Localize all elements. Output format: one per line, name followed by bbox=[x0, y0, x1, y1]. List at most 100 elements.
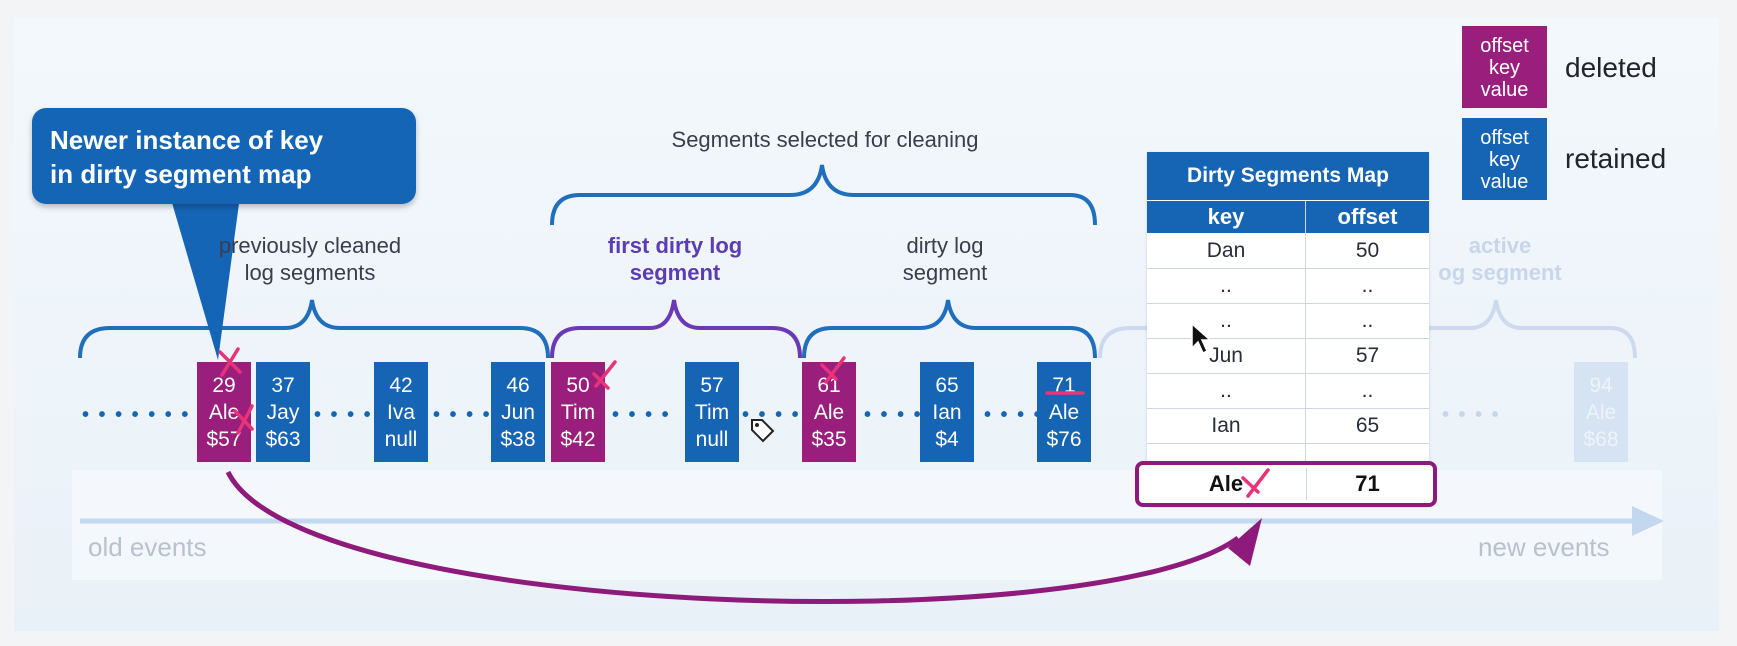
label-line: segment bbox=[629, 260, 721, 285]
legend-line: offset bbox=[1480, 127, 1529, 149]
map-highlight-key: Ale bbox=[1208, 471, 1244, 496]
brace-dirty bbox=[802, 299, 1097, 359]
map-cell-offset: 50 bbox=[1306, 234, 1429, 269]
label-line: dirty log bbox=[906, 233, 984, 258]
record-61: 61 Ale $35 bbox=[802, 362, 856, 462]
tag-cursor-icon bbox=[751, 419, 775, 443]
dots-separator: • • • • bbox=[864, 404, 923, 426]
old-events-label: old events bbox=[88, 532, 207, 562]
legend-retained-label: retained bbox=[1565, 143, 1667, 174]
mouse-cursor-icon bbox=[1191, 322, 1212, 355]
record-50: 50 Tim $42 bbox=[551, 362, 605, 462]
record-offset: 65 bbox=[935, 374, 959, 397]
record-key: Iva bbox=[386, 401, 415, 424]
map-cell-offset: .. bbox=[1306, 374, 1429, 409]
callout-box: Newer instance of key in dirty segment m… bbox=[32, 108, 416, 204]
map-cell-offset: .. bbox=[1306, 269, 1429, 304]
record-value: $63 bbox=[265, 428, 301, 451]
dots-separator: • • • • bbox=[314, 404, 373, 426]
map-cell-offset: 57 bbox=[1306, 339, 1429, 374]
map-cell-key: .. bbox=[1147, 374, 1305, 409]
record-key: Ale bbox=[208, 401, 240, 424]
dots-separator: • • • • • • • bbox=[82, 404, 191, 426]
record-value: null bbox=[695, 428, 729, 451]
link-arrowhead bbox=[1228, 518, 1262, 566]
legend-line: value bbox=[1480, 79, 1529, 101]
brace-first-dirty bbox=[550, 299, 802, 359]
record-29: 29 Ale $57 bbox=[197, 362, 251, 462]
record-key: Jay bbox=[266, 401, 300, 424]
label-first-dirty: first dirty log segment bbox=[560, 232, 790, 286]
record-offset: 37 bbox=[271, 374, 295, 397]
record-key: Ian bbox=[932, 401, 962, 424]
record-key: Tim bbox=[694, 401, 730, 424]
dirty-segments-map: Dirty Segments Map key offset Dan 50 .. … bbox=[1147, 152, 1429, 506]
label-line: active bbox=[1468, 233, 1532, 258]
map-highlight-row bbox=[1135, 461, 1437, 507]
label-line: log segments bbox=[244, 260, 376, 285]
record-71: 71 Ale $76 bbox=[1037, 362, 1091, 462]
map-highlight-offset: 71 bbox=[1355, 471, 1380, 496]
record-42: 42 Iva null bbox=[374, 362, 428, 462]
record-offset: 29 bbox=[212, 374, 236, 397]
label-line: first dirty log bbox=[607, 233, 743, 258]
map-cell-key: Ian bbox=[1147, 409, 1305, 444]
timeline-arrowhead bbox=[1632, 506, 1664, 536]
dots-separator: • • • • bbox=[1442, 404, 1501, 426]
record-offset: 71 bbox=[1052, 374, 1076, 397]
map-cell-offset: .. bbox=[1306, 304, 1429, 339]
label-line: segment bbox=[902, 260, 988, 285]
record-value: $57 bbox=[206, 428, 242, 451]
legend-deleted-swatch: offset key value bbox=[1462, 26, 1547, 108]
legend-line: value bbox=[1480, 171, 1529, 193]
new-events-label: new events bbox=[1478, 532, 1610, 562]
record-94: 94 Ale $68 bbox=[1574, 362, 1628, 462]
map-highlight-divider bbox=[1306, 468, 1307, 500]
map-cell-key: Dan bbox=[1147, 234, 1305, 269]
brace-active bbox=[1098, 299, 1637, 359]
label-line: og segment bbox=[1438, 260, 1562, 285]
selected-heading: Segments selected for cleaning bbox=[671, 127, 979, 152]
label-previously-cleaned: previously cleaned log segments bbox=[185, 232, 435, 286]
record-value: null bbox=[384, 428, 418, 451]
label-active: active og segment bbox=[1425, 232, 1575, 286]
record-offset: 50 bbox=[566, 374, 590, 397]
link-arrow bbox=[225, 470, 1240, 605]
label-line: previously cleaned bbox=[218, 233, 402, 258]
map-cell-key: Jun bbox=[1147, 339, 1305, 374]
map-header-offset: offset bbox=[1306, 201, 1429, 233]
dots-separator: • • • • bbox=[984, 404, 1043, 426]
legend-line: key bbox=[1488, 57, 1521, 79]
record-value: $38 bbox=[500, 428, 536, 451]
record-value: $42 bbox=[560, 428, 596, 451]
record-offset: 46 bbox=[506, 374, 530, 397]
map-cell-offset: 65 bbox=[1306, 409, 1429, 444]
record-key: Tim bbox=[560, 401, 596, 424]
record-value: $4 bbox=[935, 428, 959, 451]
record-offset: 57 bbox=[700, 374, 724, 397]
callout-line2: in dirty segment map bbox=[50, 159, 312, 189]
map-cell-key: .. bbox=[1147, 269, 1305, 304]
record-65: 65 Ian $4 bbox=[920, 362, 974, 462]
record-37: 37 Jay $63 bbox=[256, 362, 310, 462]
label-dirty: dirty log segment bbox=[850, 232, 1040, 286]
legend-line: key bbox=[1488, 149, 1521, 171]
legend-retained-swatch: offset key value bbox=[1462, 118, 1547, 200]
map-column-divider bbox=[1305, 201, 1306, 506]
record-value: $76 bbox=[1046, 428, 1082, 451]
record-46: 46 Jun $38 bbox=[491, 362, 545, 462]
legend-deleted-label: deleted bbox=[1565, 52, 1657, 83]
record-key: Ale bbox=[1585, 401, 1617, 424]
record-key: Ale bbox=[1048, 401, 1080, 424]
dots-separator: • • • • bbox=[433, 404, 492, 426]
record-key: Jun bbox=[501, 401, 535, 424]
brace-previously-cleaned bbox=[78, 299, 550, 359]
record-value: $35 bbox=[811, 428, 847, 451]
callout-pointer bbox=[170, 196, 240, 360]
callout-line1: Newer instance of key bbox=[50, 125, 324, 155]
map-header-key: key bbox=[1147, 201, 1305, 233]
record-value: $68 bbox=[1583, 428, 1619, 451]
record-offset: 94 bbox=[1589, 374, 1613, 397]
record-57: 57 Tim null bbox=[685, 362, 739, 462]
